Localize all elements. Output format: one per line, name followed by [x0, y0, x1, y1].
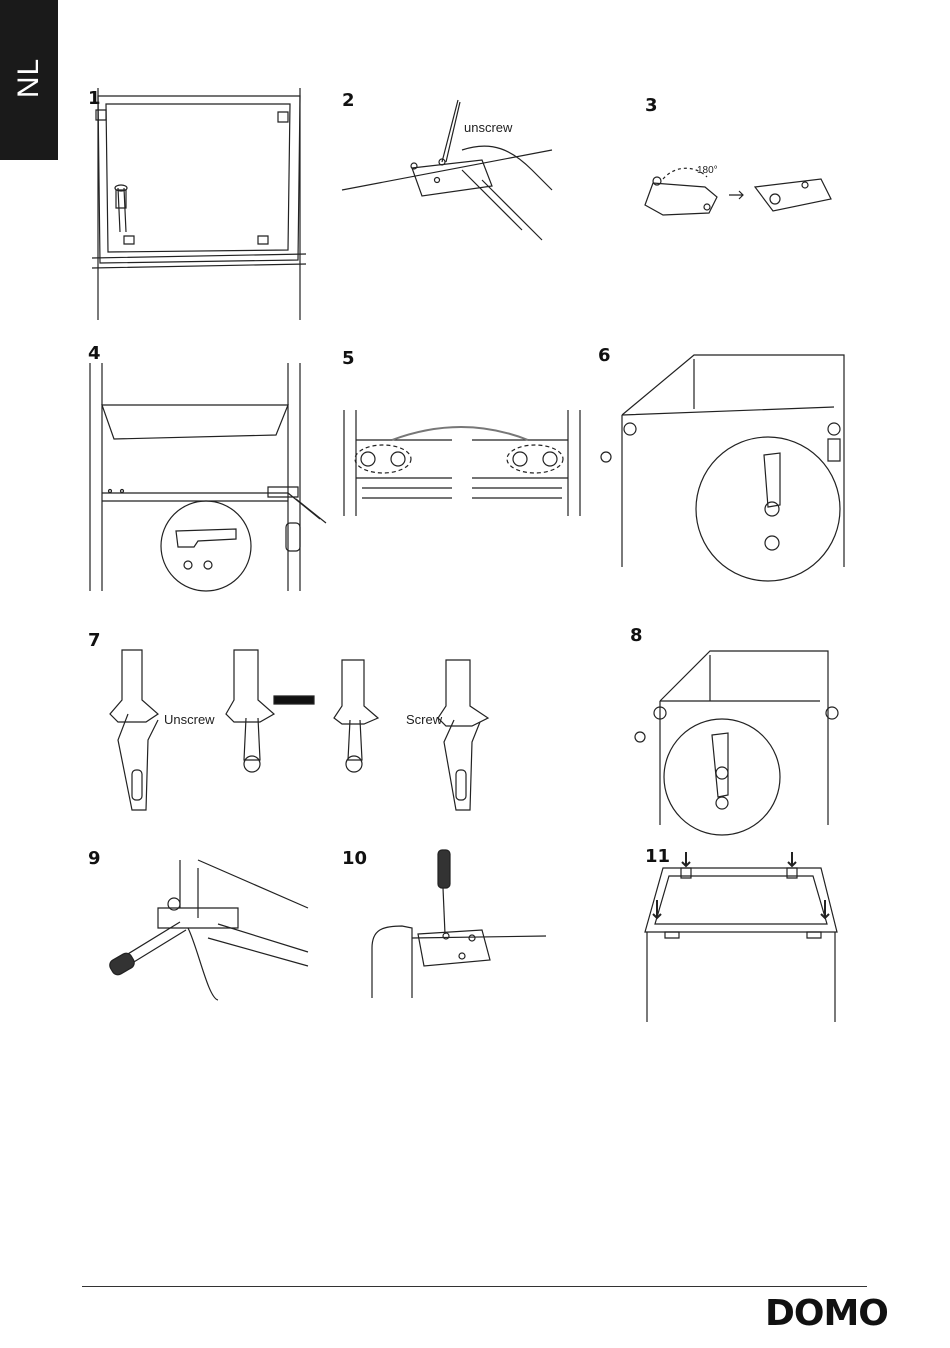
step-7-unscrew-label: Unscrew: [164, 712, 215, 727]
step-11-illustration: [645, 846, 845, 1026]
step-10-illustration: [342, 848, 552, 998]
step-9: 9: [88, 848, 313, 1003]
step-5: 5: [342, 348, 582, 518]
step-6: 6: [598, 345, 858, 585]
step-8: 8: [630, 625, 855, 830]
step-1-illustration: [88, 88, 318, 323]
step-2: 2 unscrew: [342, 90, 552, 240]
step-8-illustration: [630, 625, 855, 830]
step-7: 7 Unscrew Screw: [88, 630, 508, 830]
language-tab: NL: [0, 0, 58, 160]
step-1: 1: [88, 88, 318, 323]
step-7-illustration: [88, 630, 508, 830]
step-10: 10: [342, 848, 552, 998]
step-11: 11: [645, 846, 845, 1026]
step-9-illustration: [88, 848, 313, 1003]
step-5-illustration: [342, 348, 582, 518]
step-3: 3 180°: [645, 95, 845, 225]
brand-logo: DOMO: [765, 1293, 888, 1334]
step-3-illustration: [645, 95, 845, 225]
step-6-illustration: [598, 345, 858, 585]
step-4: 4: [88, 343, 328, 593]
language-code: NL: [12, 58, 46, 98]
step-2-label: unscrew: [464, 120, 512, 135]
rotation-angle: 180°: [697, 165, 718, 176]
step-2-illustration: [342, 90, 552, 240]
step-7-screw-label: Screw: [406, 712, 442, 727]
footer-divider: [82, 1286, 867, 1287]
step-4-illustration: [88, 343, 328, 593]
